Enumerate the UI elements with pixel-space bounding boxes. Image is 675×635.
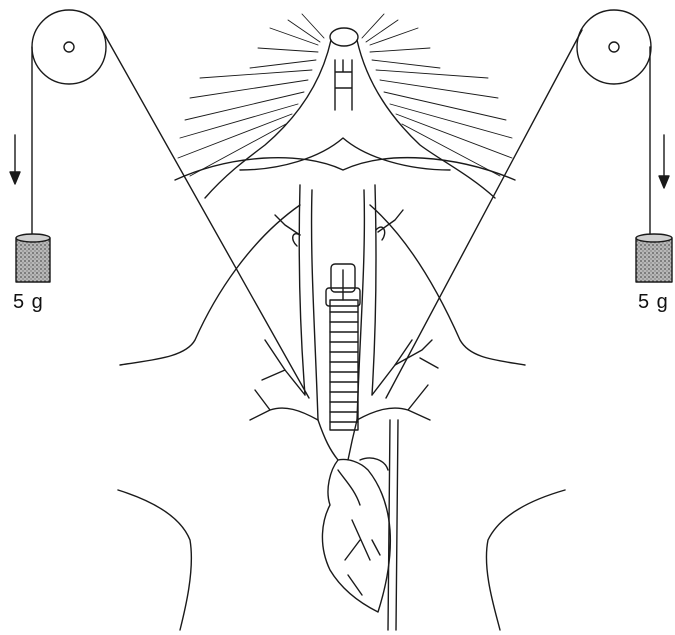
head-outline (175, 28, 515, 198)
left-pulley-wheel (32, 10, 106, 84)
nose-tip (330, 28, 358, 46)
left-retraction-string (102, 30, 309, 398)
whiskers (178, 14, 512, 176)
left-pulley-axle (64, 42, 74, 52)
trachea (326, 264, 360, 430)
vessels (250, 340, 438, 630)
left-arrow-down-icon (10, 135, 20, 184)
right-weight-label: 5 g (638, 291, 669, 314)
body-outline (118, 205, 565, 630)
right-pulley-assembly (386, 10, 672, 398)
trachea-tube (330, 300, 358, 430)
neck-structures (275, 185, 403, 420)
left-weight (16, 234, 50, 282)
left-weight-label: 5 g (13, 291, 44, 314)
right-pulley-wheel (577, 10, 651, 84)
left-pulley-assembly (10, 10, 309, 398)
right-pulley-axle (609, 42, 619, 52)
right-weight (636, 234, 672, 282)
heart (322, 458, 390, 612)
right-arrow-down-icon (659, 135, 669, 188)
